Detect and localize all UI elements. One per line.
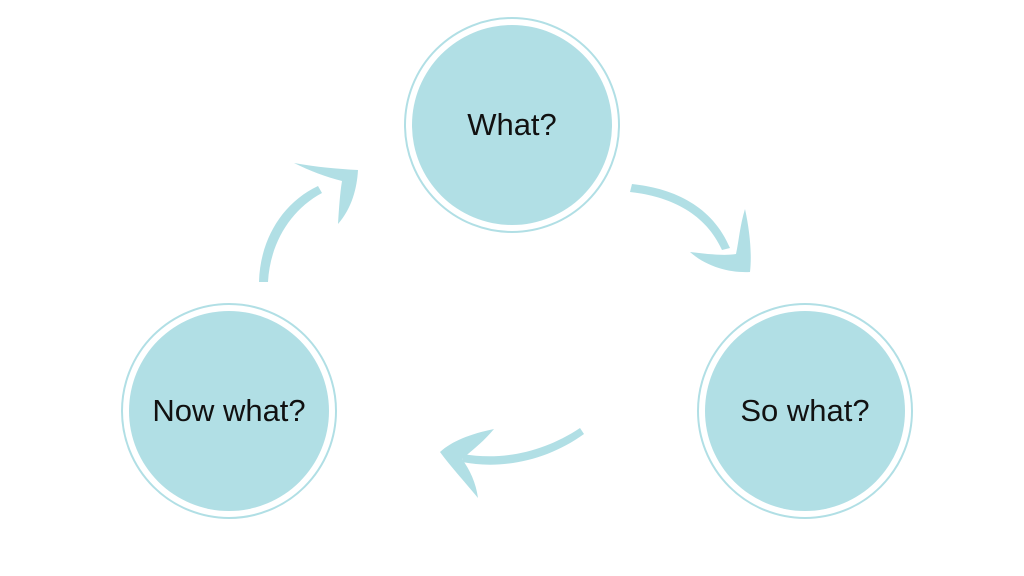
curved-arrow-icon	[630, 184, 751, 273]
node-now-what: Now what?	[121, 303, 337, 519]
node-label-so-what: So what?	[740, 393, 870, 428]
node-label-now-what: Now what?	[152, 393, 306, 428]
curved-arrow-icon	[440, 428, 584, 498]
node-fill	[705, 311, 905, 511]
node-label-what: What?	[467, 107, 557, 142]
node-what: What?	[404, 17, 620, 233]
node-so-what: So what?	[697, 303, 913, 519]
node-fill	[412, 25, 612, 225]
curved-arrow-icon	[259, 163, 358, 282]
node-fill	[129, 311, 329, 511]
